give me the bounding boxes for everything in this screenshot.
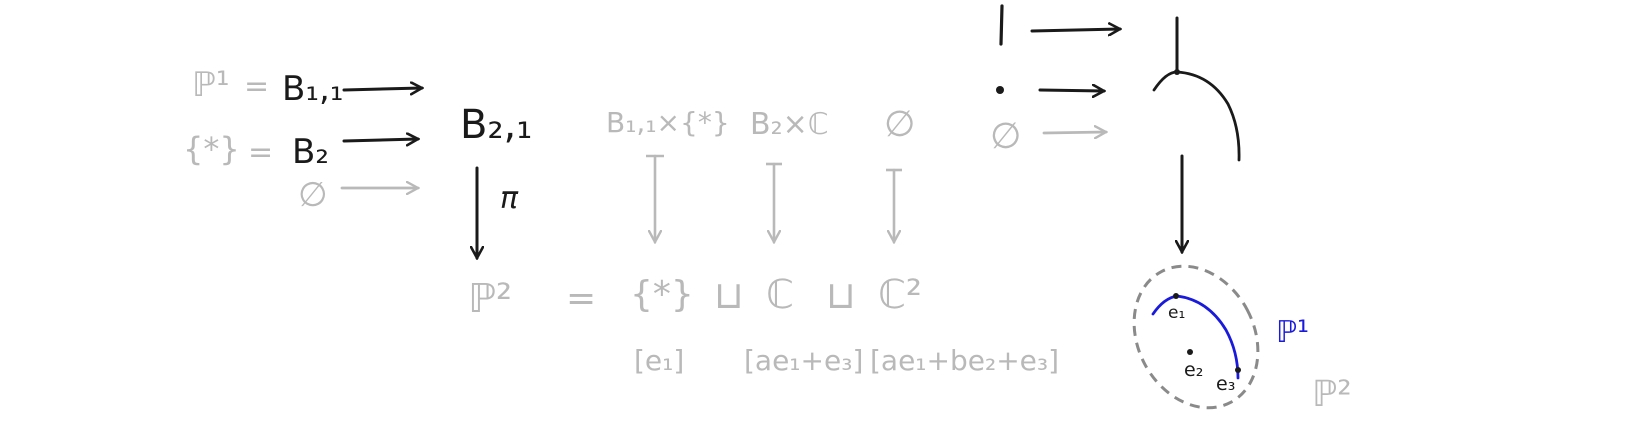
stratum-top-1: B₁,₁×{*} [606, 106, 730, 139]
label-e2: e₂ [1184, 359, 1203, 381]
stratum-bottom-2: ℂ [766, 272, 794, 318]
p2-label: ℙ² [468, 276, 512, 322]
b21-label: B₂,₁ [460, 102, 532, 148]
b11-label: B₁,₁ [282, 69, 343, 109]
junction-point [1174, 69, 1180, 75]
p2-space-label: ℙ² [1312, 374, 1352, 415]
p1-curve-label: ℙ¹ [1276, 315, 1309, 350]
point-source [996, 86, 1004, 94]
decomp-equals: = [566, 278, 596, 319]
empty-set-left: ∅ [298, 175, 328, 215]
point-e3 [1235, 367, 1241, 373]
arrow-b11 [342, 88, 422, 90]
p2-region-outline [1132, 264, 1260, 410]
stratum-bottom-3: ℂ² [878, 272, 922, 318]
label-e1: e₁ [1168, 303, 1185, 323]
arrow-line-map [1030, 29, 1120, 31]
point-e2 [1187, 349, 1193, 355]
empty-set-right: ∅ [990, 116, 1021, 157]
pi-label: π [500, 181, 519, 216]
stratum-bottom-1: {*} [630, 274, 694, 315]
label-e3: e₃ [1216, 373, 1235, 395]
coord-1: [e₁] [634, 344, 684, 377]
b2-label: B₂ [292, 132, 329, 172]
arrow-point-map [1038, 90, 1104, 91]
stratum-top-2: B₂×ℂ [750, 107, 829, 142]
stratum-top-3: ∅ [884, 104, 915, 145]
equals-sign: = [248, 135, 273, 170]
equals-sign: = [244, 69, 269, 104]
point-set-label: {*} [183, 130, 240, 168]
coprod-1: ⊔ [714, 273, 744, 317]
p1-curve [1151, 294, 1240, 380]
p1-label: ℙ¹ [192, 65, 229, 105]
exceptional-curve [1152, 70, 1241, 162]
arrow-b2 [342, 139, 418, 141]
coord-2: [ae₁+e₃] [744, 344, 863, 377]
vertical-stroke-source [999, 4, 1004, 46]
arrow-empty-right [1042, 132, 1106, 133]
coprod-2: ⊔ [826, 273, 856, 317]
coord-3: [ae₁+be₂+e₃] [870, 344, 1059, 377]
point-e1 [1173, 293, 1179, 299]
